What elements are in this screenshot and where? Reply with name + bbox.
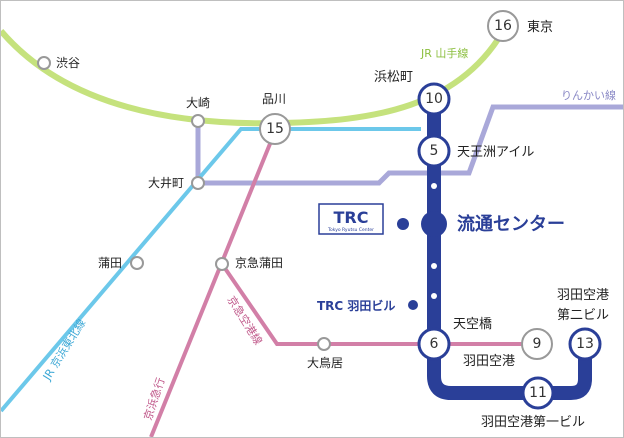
station-marker-osaki (191, 114, 205, 128)
station-marker-shibuya (37, 56, 51, 70)
station-label-haneda-kuko: 羽田空港 (463, 354, 515, 369)
keihin-tohoku-line-label: JR 京浜東北線 (39, 316, 88, 383)
station-number-tennozu: 5 (417, 134, 451, 168)
trc-logo: TRC Tokyo Ryutsu Center (318, 203, 384, 235)
svg-text:15: 15 (266, 121, 284, 137)
trc-haneda-bldg-marker (408, 300, 418, 310)
keikyu-main-line (149, 128, 278, 437)
rinkai-line-label: りんかい線 (561, 88, 616, 102)
station-label-haneda-t2-line1: 羽田空港 (557, 288, 609, 303)
monorail-dot (431, 263, 437, 269)
station-marker-oimachi (191, 176, 205, 190)
station-number-haneda-t1: 11 (521, 376, 555, 410)
svg-text:6: 6 (430, 336, 439, 352)
station-label-kamata: 蒲田 (98, 256, 122, 270)
station-label-otorii: 大鳥居 (307, 355, 343, 370)
svg-text:Tokyo Ryutsu Center: Tokyo Ryutsu Center (327, 227, 374, 233)
station-label-tennozu: 天王洲アイル (457, 145, 534, 160)
monorail-dot (431, 293, 437, 299)
station-marker-ryutsu-center (421, 211, 447, 237)
keihin-tohoku-line (1, 127, 421, 413)
station-number-hamamatsucho: 10 (417, 82, 451, 116)
yamanote-line-label: JR 山手線 (420, 46, 468, 60)
station-marker-keikyu-kamata (215, 257, 229, 271)
station-number-shinagawa: 15 (259, 113, 291, 145)
svg-text:TRC: TRC (334, 208, 369, 227)
station-number-tokyo: 16 (487, 10, 519, 42)
station-label-osaki: 大崎 (186, 96, 210, 110)
rinkai-line (195, 104, 623, 186)
station-label-haneda-t1: 羽田空港第一ビル (481, 415, 585, 430)
station-marker-otorii (317, 337, 331, 351)
station-label-tenkubashi: 天空橋 (453, 317, 492, 332)
station-label-shibuya: 渋谷 (56, 56, 80, 70)
svg-text:9: 9 (533, 336, 542, 352)
station-label-oimachi: 大井町 (148, 176, 184, 190)
svg-text:13: 13 (576, 336, 594, 352)
keikyu-main-line-label: 京浜急行 (141, 376, 168, 422)
station-marker-kamata (130, 256, 144, 270)
station-label-tokyo: 東京 (527, 19, 553, 35)
monorail-dot (431, 183, 437, 189)
station-label-ryutsu-center: 流通センター (457, 213, 565, 235)
station-label-hamamatsucho: 浜松町 (374, 70, 413, 85)
trc-marker (397, 218, 409, 230)
station-label-shinagawa: 品川 (262, 92, 286, 106)
station-label-haneda-t2-line2: 第二ビル (557, 308, 609, 323)
trc-haneda-bldg-label: TRC 羽田ビル (317, 298, 395, 313)
svg-text:5: 5 (430, 143, 439, 159)
station-label-keikyu-kamata: 京急蒲田 (235, 255, 283, 270)
station-number-haneda-kuko: 9 (521, 328, 553, 360)
station-number-haneda-t2: 13 (568, 327, 602, 361)
station-number-tenkubashi: 6 (417, 327, 451, 361)
svg-text:16: 16 (494, 18, 512, 34)
svg-text:10: 10 (425, 91, 443, 107)
monorail-line (427, 99, 592, 400)
svg-text:11: 11 (529, 385, 547, 401)
